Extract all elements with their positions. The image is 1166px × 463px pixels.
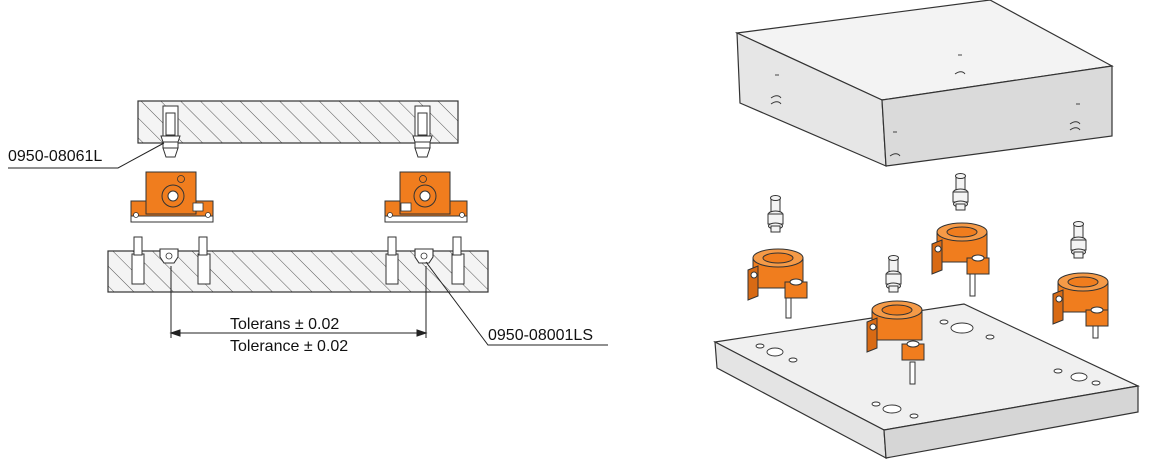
clamp-iso-1 [747, 248, 808, 319]
callout-bushing-part: 0950-08001LS [488, 327, 593, 344]
tolerance-dimension [169, 266, 428, 338]
top-plate [137, 100, 459, 144]
stud-iso-3 [1070, 221, 1087, 259]
clamp-iso-3 [1052, 272, 1109, 339]
leader-pin [8, 142, 165, 169]
clamp-iso-2 [931, 222, 990, 297]
top-block [734, 0, 1114, 167]
clamp-module-right [384, 171, 468, 256]
leader-bushing [425, 261, 608, 346]
clamp-module-left [130, 171, 214, 256]
callout-pin-part: 0950-08061L [8, 148, 102, 165]
stud-iso-2 [952, 173, 969, 211]
pull-stud-left [160, 112, 181, 158]
pull-stud-right [412, 112, 433, 158]
tolerance-label-primary: Tolerans ± 0.02 [230, 316, 339, 333]
bottom-base-plate [713, 303, 1140, 460]
section-view: 0950-08061L 0950-08001LS Tolerans ± 0.02… [8, 100, 608, 355]
stud-iso-1 [767, 195, 784, 233]
clamp-iso-4 [866, 300, 925, 385]
isometric-view [713, 0, 1140, 460]
tolerance-label-secondary: Tolerance ± 0.02 [230, 338, 348, 355]
stud-iso-4 [885, 255, 902, 293]
